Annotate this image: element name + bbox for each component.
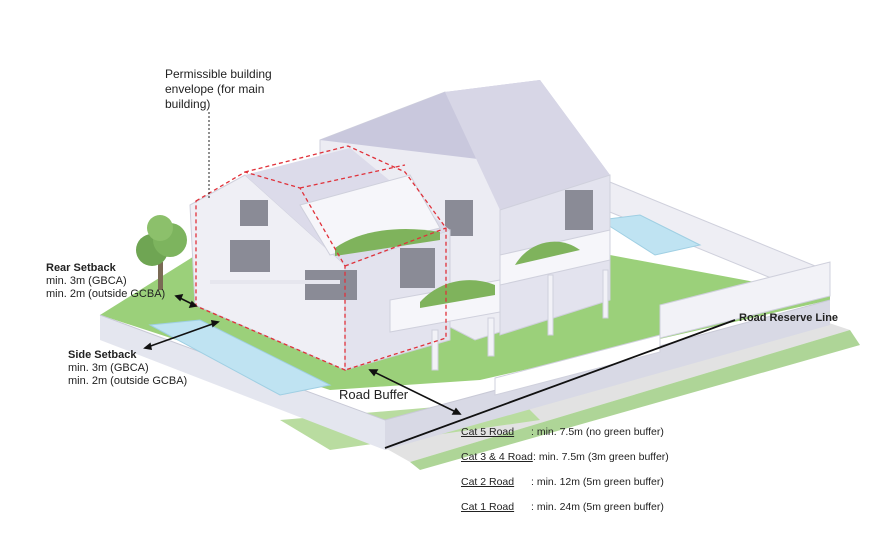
legend-requirement: : min. 7.5m (no green buffer) — [531, 426, 664, 438]
envelope-label-line-2: envelope (for main — [165, 82, 265, 96]
envelope-label-line-3: building) — [165, 97, 211, 111]
rear-setback-line-1: min. 3m (GBCA) — [46, 275, 127, 287]
side-setback-line-2: min. 2m (outside GCBA) — [68, 375, 188, 387]
road-reserve-line-label: Road Reserve Line — [739, 312, 839, 324]
legend-requirement: : min. 24m (5m green buffer) — [531, 501, 664, 513]
setback-arrows — [143, 293, 462, 415]
envelope-label: Permissible building envelope (for main … — [165, 67, 295, 112]
side-pool — [148, 319, 332, 396]
road-buffer-label: Road Buffer — [339, 387, 409, 402]
side-setback-label: Side Setback min. 3m (GBCA) min. 2m (out… — [68, 349, 187, 388]
legend-category: Cat 3 & 4 Road — [461, 451, 533, 463]
legend-category: Cat 2 Road — [461, 476, 515, 488]
legend-requirement: : min. 12m (5m green buffer) — [531, 476, 664, 488]
boundary-fence — [494, 177, 831, 396]
side-setback-title: Side Setback — [68, 349, 137, 361]
legend-category: Cat 1 Road — [461, 501, 515, 513]
envelope-label-line-1: Permissible building — [165, 67, 272, 81]
legend-requirement: : min. 7.5m (3m green buffer) — [533, 451, 669, 463]
rear-pool — [598, 214, 702, 256]
tree — [136, 215, 187, 290]
rear-setback-label: Rear Setback min. 3m (GBCA) min. 2m (out… — [46, 262, 165, 301]
legend-category: Cat 5 Road — [461, 426, 515, 438]
road-reserve-line — [384, 319, 736, 449]
front-building — [189, 148, 501, 371]
side-setback-line-1: min. 3m (GBCA) — [68, 362, 149, 374]
rear-setback-title: Rear Setback — [46, 262, 116, 274]
rear-setback-line-2: min. 2m (outside GCBA) — [46, 288, 166, 300]
